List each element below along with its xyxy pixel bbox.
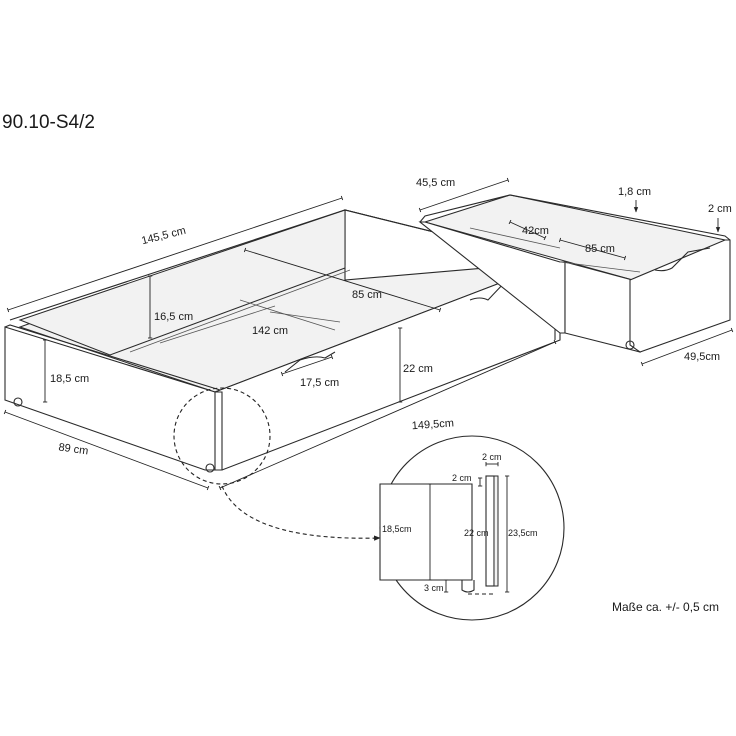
length-bottom-label: 149,5cm (411, 417, 454, 432)
inner-width-label: 85 cm (352, 289, 382, 301)
depth-top-label: 45,5 cm (416, 177, 455, 189)
front-height-label: 18,5 cm (50, 373, 89, 385)
rim-label: 2 cm (708, 203, 732, 215)
tolerance-note: Maße ca. +/- 0,5 cm (612, 600, 719, 614)
inner-depth-label: 42cm (522, 225, 549, 237)
depth-label: 89 cm (58, 441, 89, 457)
detail-side-height-label: 22 cm (464, 528, 489, 538)
detail-wheel-label: 3 cm (424, 583, 444, 593)
large-drawer-dimensions: 145,5 cm 149,5cm 89 cm 18,5 cm 16,5 cm 2… (3, 195, 557, 491)
detail-thickness-label: 2 cm (482, 452, 502, 462)
inner-height-label: 16,5 cm (154, 311, 193, 323)
handle-label: 17,5 cm (300, 377, 339, 389)
back-height-label: 22 cm (403, 363, 433, 375)
wall-label: 1,8 cm (618, 186, 651, 198)
detail-callout: 18,5cm 2 cm 2 cm 22 cm 23,5cm 3 cm (173, 387, 565, 621)
small-inner-width-label: 85 cm (585, 243, 615, 255)
small-length-label: 49,5cm (684, 351, 720, 363)
detail-front-height-label: 18,5cm (382, 524, 412, 534)
detail-top-gap-label: 2 cm (452, 473, 472, 483)
small-drawer-dimensions: 45,5 cm 42cm 85 cm 1,8 cm 2 cm 49,5cm (416, 177, 734, 367)
product-code: 90.10-S4/2 (2, 112, 95, 133)
detail-total-height-label: 23,5cm (508, 528, 538, 538)
length-top-label: 145,5 cm (140, 225, 187, 248)
inner-length-label: 142 cm (252, 325, 288, 337)
